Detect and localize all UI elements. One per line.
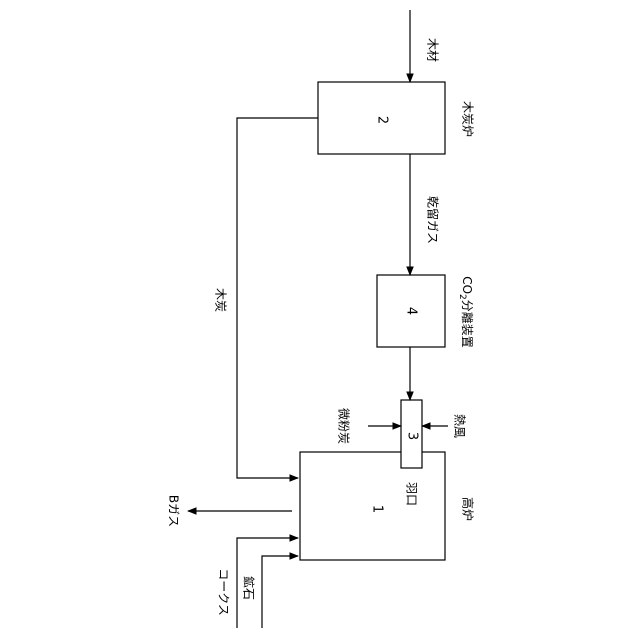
dry-distillation-gas-label: 乾留ガス — [426, 196, 440, 244]
tuyere-number: 3 — [405, 432, 420, 440]
co2-prefix: CO — [461, 276, 475, 294]
charcoal-furnace-label: 木炭炉 — [461, 101, 475, 137]
tuyere-label: 羽口 — [405, 482, 419, 506]
b-gas-label: Bガス — [167, 495, 181, 527]
charcoal-label: 木炭 — [214, 288, 228, 312]
charcoal-path-arrow — [237, 118, 318, 478]
coke-label: コークス — [217, 568, 231, 616]
blast-furnace-number: 1 — [370, 505, 385, 513]
co2-separator-number: 4 — [404, 307, 419, 315]
hot-blast-label: 熱風 — [453, 414, 467, 438]
co2-suffix: 分離装置 — [461, 300, 475, 348]
blast-furnace-label: 高炉 — [461, 497, 476, 521]
ore-arrow — [262, 556, 298, 628]
ore-label: 鉱石 — [242, 576, 257, 600]
charcoal-furnace-number: 2 — [375, 116, 390, 124]
co2-separator-label: CO2分離装置 — [458, 276, 475, 348]
wood-label: 木材 — [426, 38, 440, 62]
fine-coal-label: 微粉炭 — [337, 408, 351, 444]
